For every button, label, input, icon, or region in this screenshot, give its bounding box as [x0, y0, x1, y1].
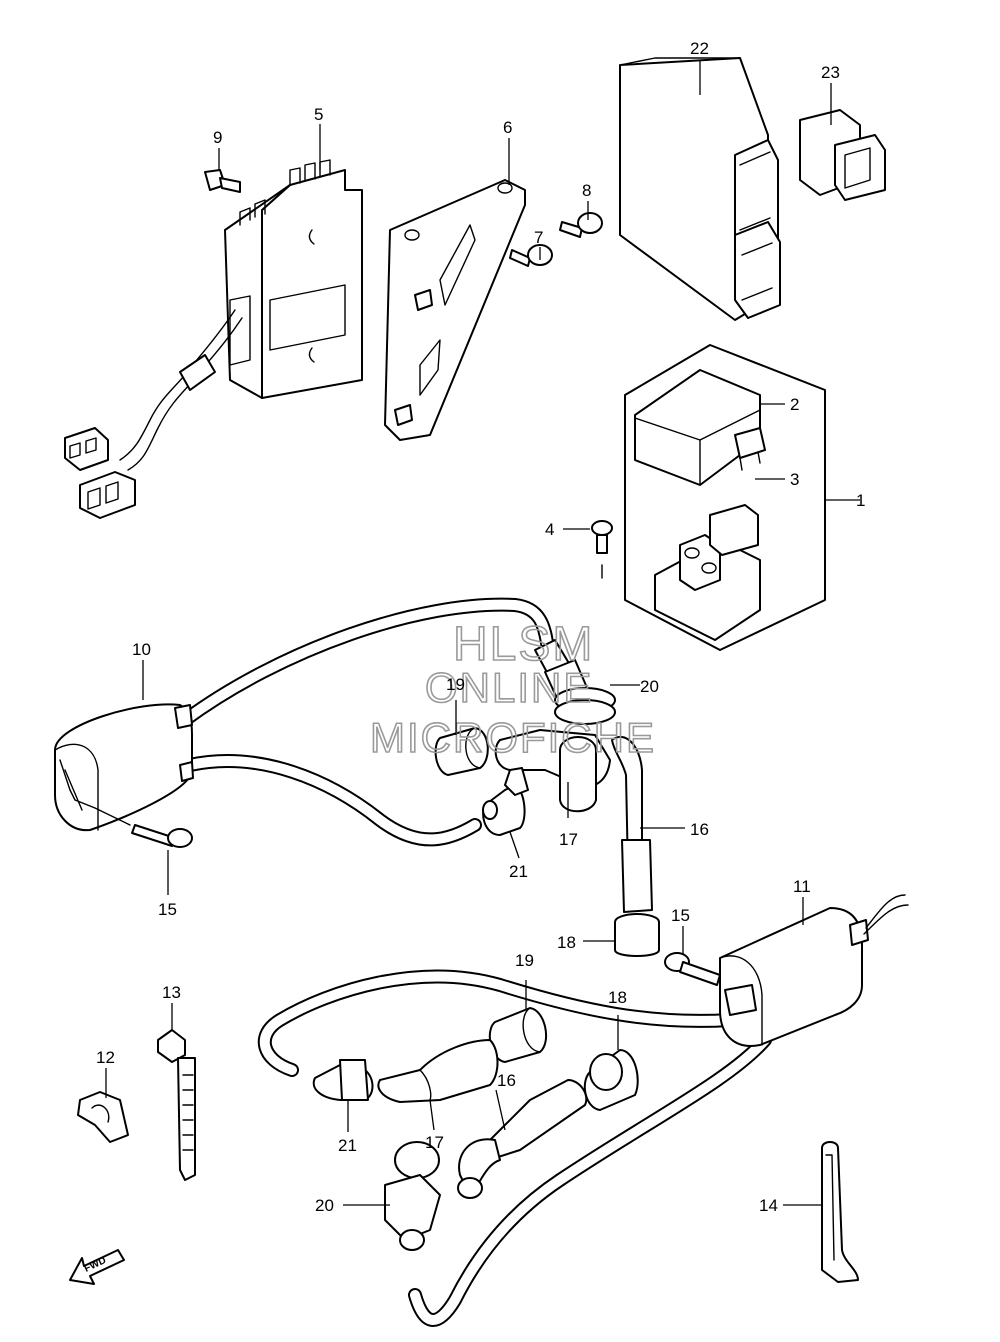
relay-cover-2	[634, 369, 761, 486]
connector-23	[799, 109, 886, 201]
callout-15-upper: 15	[158, 900, 177, 919]
rubber-boot-19-lower	[488, 1007, 548, 1063]
leader-lines	[105, 60, 860, 1206]
callout-8: 8	[582, 181, 591, 200]
callout-20-upper: 20	[640, 677, 659, 696]
bolt-8	[559, 212, 603, 238]
watermark-line-2: ONLINE	[425, 664, 593, 711]
callout-3: 3	[790, 470, 799, 489]
screw-4	[591, 520, 613, 579]
ignition-coil-10	[54, 597, 555, 847]
clamp-12	[77, 1091, 129, 1143]
watermark-line-1: HLSM	[453, 618, 594, 671]
callout-2: 2	[790, 395, 799, 414]
spark-plug-cap-20-upper	[534, 639, 616, 725]
cable-tie-13	[157, 1029, 196, 1181]
rubber-boot-19-upper	[434, 727, 489, 776]
seal-21-lower	[312, 1059, 374, 1101]
callout-12: 12	[96, 1048, 115, 1067]
bracket-6	[384, 179, 526, 441]
plug-cap-17-upper	[494, 729, 611, 813]
seal-18-lower	[583, 1049, 639, 1111]
lead-16-upper	[611, 735, 653, 913]
bolt-15-lower	[664, 952, 721, 986]
bolt-15-upper	[131, 824, 193, 848]
callout-14: 14	[759, 1196, 778, 1215]
callout-16-lower: 16	[497, 1071, 516, 1090]
watermark-line-3: MICROFICHE	[370, 714, 656, 761]
callout-21-upper: 21	[509, 862, 528, 881]
callout-1: 1	[856, 491, 865, 510]
watermark: HLSM ONLINE MICROFICHE	[369, 617, 656, 762]
lead-16-lower	[457, 1079, 588, 1199]
seal-21-upper	[482, 767, 529, 836]
callout-11: 11	[793, 877, 811, 896]
callout-19-lower: 19	[515, 951, 534, 970]
callout-5: 5	[314, 105, 323, 124]
callout-17-upper: 17	[559, 830, 578, 849]
regulator-rectifier	[64, 159, 363, 519]
callout-15-lower: 15	[671, 906, 690, 925]
cable-band-14	[821, 1141, 859, 1283]
callout-17-lower: 17	[425, 1133, 444, 1152]
callout-20-lower: 20	[315, 1196, 334, 1215]
plug-cap-17-lower	[377, 1039, 499, 1103]
ecm-unit	[619, 57, 781, 321]
bolt-7	[509, 244, 553, 267]
spark-plug-cap-20-lower	[384, 1141, 441, 1251]
callout-9: 9	[213, 128, 222, 147]
forward-arrow-icon: FWD	[69, 1249, 125, 1285]
callout-10: 10	[132, 640, 151, 659]
callout-16-upper: 16	[690, 820, 709, 839]
bolt-9	[204, 169, 241, 193]
callout-19-upper: 19	[446, 675, 465, 694]
callout-7: 7	[534, 228, 543, 247]
callout-18-upper: 18	[557, 933, 576, 952]
callouts: 1 2 3 4 5 6 7 8 9 10 11 12 13 14 15 15 1…	[96, 39, 865, 1215]
starter-relay	[654, 504, 761, 641]
callout-23: 23	[821, 63, 840, 82]
seal-18-upper	[614, 913, 660, 957]
callout-4: 4	[545, 520, 554, 539]
callout-13: 13	[162, 983, 181, 1002]
callout-18-lower: 18	[608, 988, 627, 1007]
callout-6: 6	[503, 118, 512, 137]
ignition-coil-11	[257, 894, 909, 1327]
callout-21-lower: 21	[338, 1136, 357, 1155]
callout-22: 22	[690, 39, 709, 58]
fuse-3	[734, 427, 766, 471]
